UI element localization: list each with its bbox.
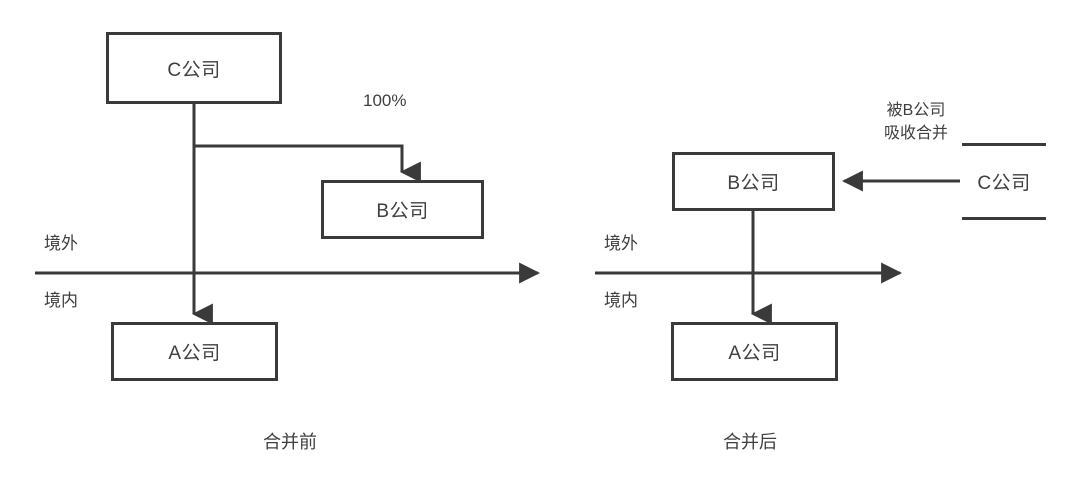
zone-label-offshore-right: 境外 (604, 234, 638, 253)
annotation-merger-note-line1: 被B公司 (886, 102, 946, 119)
node-a-company-after[interactable]: A公司 (671, 322, 838, 381)
node-label: A公司 (728, 343, 781, 364)
node-label: C公司 (977, 173, 1031, 194)
zone-label-onshore-right: 境内 (604, 291, 638, 310)
connector-c-to-b-left (192, 103, 421, 183)
annotation-merger-note-line2: 吸收合并 (883, 125, 948, 143)
node-a-company-before[interactable]: A公司 (111, 322, 278, 381)
caption-after-merger: 合并后 (723, 432, 777, 452)
node-b-company-after[interactable]: B公司 (672, 152, 835, 211)
node-label: B公司 (727, 173, 780, 194)
node-label: B公司 (376, 201, 429, 222)
annotation-merger-note: 被B公司 吸收合并 (866, 99, 966, 145)
node-b-company-before[interactable]: B公司 (321, 180, 484, 239)
node-label: A公司 (168, 343, 221, 364)
node-c-company-before[interactable]: C公司 (106, 32, 282, 104)
node-label: C公司 (167, 59, 221, 81)
edge-label-ownership-percent: 100% (363, 91, 407, 110)
zone-label-onshore-left: 境内 (44, 291, 78, 310)
node-c-company-dissolved[interactable]: C公司 (962, 143, 1046, 220)
caption-before-merger: 合并前 (263, 432, 317, 452)
zone-label-offshore-left: 境外 (44, 234, 78, 253)
